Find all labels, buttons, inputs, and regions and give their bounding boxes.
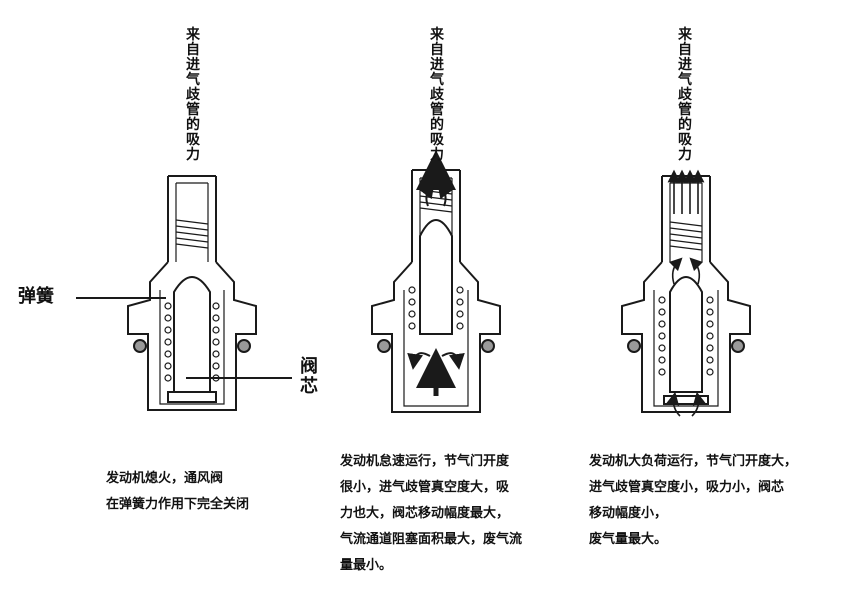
caption-panel-3: 发动机大负荷运行，节气门开度大， 进气歧管真空度小，吸力小，阀芯 移动幅度小， … [589, 449, 797, 553]
caption-line: 量最小。 [340, 558, 393, 573]
spring-callout: 弹簧 [18, 286, 54, 307]
caption-line: 废气量最大。 [589, 532, 668, 547]
caption-line: 气流通道阻塞面积最大，废气流 [340, 532, 523, 547]
valve-load-drawing [621, 175, 751, 413]
airflow-arrows-load [666, 169, 706, 417]
caption-line: 在弹簧力作用下完全关闭 [106, 497, 250, 512]
caption-line: 发动机熄火，通风阀 [106, 471, 224, 486]
caption-line: 移动幅度小， [589, 506, 668, 521]
caption-line: 进气歧管真空度小，吸力小，阀芯 [589, 480, 785, 495]
lower-spring-3 [658, 296, 714, 376]
valve-core-callout: 阀芯 [300, 356, 318, 397]
caption-panel-1: 发动机熄火，通风阀 在弹簧力作用下完全关闭 [106, 466, 249, 518]
upper-spring-1 [175, 219, 209, 249]
caption-line: 发动机怠速运行，节气门开度 [340, 454, 510, 469]
upper-spring-3 [669, 221, 703, 251]
upper-spring-2 [419, 189, 453, 213]
airflow-arrows-idle [407, 150, 465, 396]
caption-line: 发动机大负荷运行，节气门开度大， [589, 454, 798, 469]
caption-line: 力也大，阀芯移动幅度最大， [340, 506, 510, 521]
caption-panel-2: 发动机怠速运行，节气门开度 很小，进气歧管真空度大，吸 力也大，阀芯移动幅度最大… [340, 449, 522, 579]
suction-label-1: 来自进气歧管的吸力 [186, 27, 200, 163]
suction-label-2: 来自进气歧管的吸力 [430, 27, 444, 163]
valve-closed-drawing [127, 175, 257, 411]
suction-label-3: 来自进气歧管的吸力 [678, 27, 692, 163]
caption-line: 很小，进气歧管真空度大，吸 [340, 480, 510, 495]
lower-spring-2 [408, 286, 464, 330]
